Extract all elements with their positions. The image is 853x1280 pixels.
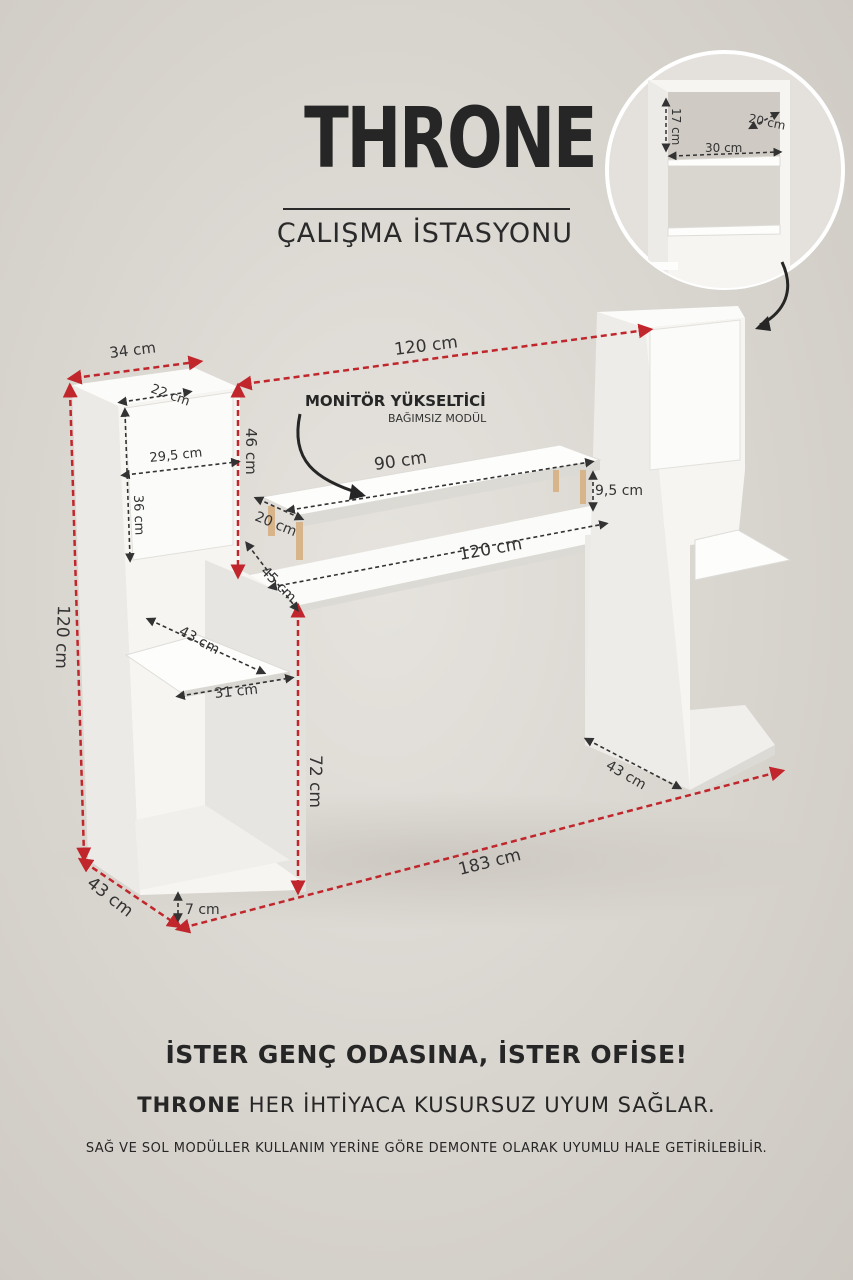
dark-dimension-lines (117, 387, 683, 923)
footer-headline: İSTER GENÇ ODASINA, İSTER OFİSE! (165, 1040, 688, 1069)
riser-leg (553, 470, 559, 492)
inset-arrowhead (755, 316, 771, 331)
label-total-height: 120 cm (51, 605, 73, 669)
callout-arrow (296, 413, 363, 496)
dim-line-120-height (62, 382, 92, 863)
label-left-cab-height: 46 cm (242, 428, 260, 475)
title-divider (283, 208, 570, 210)
label-inset-shelf-height: 17 cm (669, 108, 683, 145)
callout-title: MONİTÖR YÜKSELTİCİ (305, 391, 486, 410)
label-left-top-width: 34 cm (108, 338, 157, 362)
callout-arrowhead (349, 484, 366, 500)
label-left-cab-inner-height: 36 cm (130, 495, 146, 536)
footer-tagline: THRONE HER İHTİYACA KUSURSUZ UYUM SAĞLAR… (0, 1093, 853, 1117)
footer-note: SAĞ VE SOL MODÜLLER KULLANIM YERİNE GÖRE… (85, 1141, 768, 1156)
label-left-shelf-width: 31 cm (214, 682, 259, 702)
dim-line-43 (77, 857, 183, 929)
right-tower (585, 306, 792, 798)
label-left-cab-inner-width: 29,5 cm (149, 446, 203, 466)
inset-detail (605, 50, 845, 290)
tagline-text: HER İHTİYACA KUSURSUZ UYUM SAĞLAR. (241, 1093, 716, 1117)
riser-leg (580, 470, 586, 504)
red-dimension-lines (62, 323, 786, 934)
dim-line-183 (174, 766, 786, 934)
callout-subtitle: BAĞIMSIZ MODÜL (388, 412, 487, 425)
page-subtitle: ÇALIŞMA İSTASYONU (276, 218, 574, 249)
label-riser-height: 9,5 cm (595, 483, 643, 499)
label-inset-shelf-width: 30 cm (705, 141, 742, 155)
label-top-span: 120 cm (393, 332, 459, 360)
label-plinth: 7 cm (185, 902, 220, 918)
label-desk-height: 72 cm (305, 755, 325, 808)
dim-line-120-top (236, 323, 654, 391)
tagline-brand: THRONE (137, 1093, 242, 1117)
brand-title: THRONE (304, 89, 598, 187)
dim-line-34 (66, 355, 204, 385)
